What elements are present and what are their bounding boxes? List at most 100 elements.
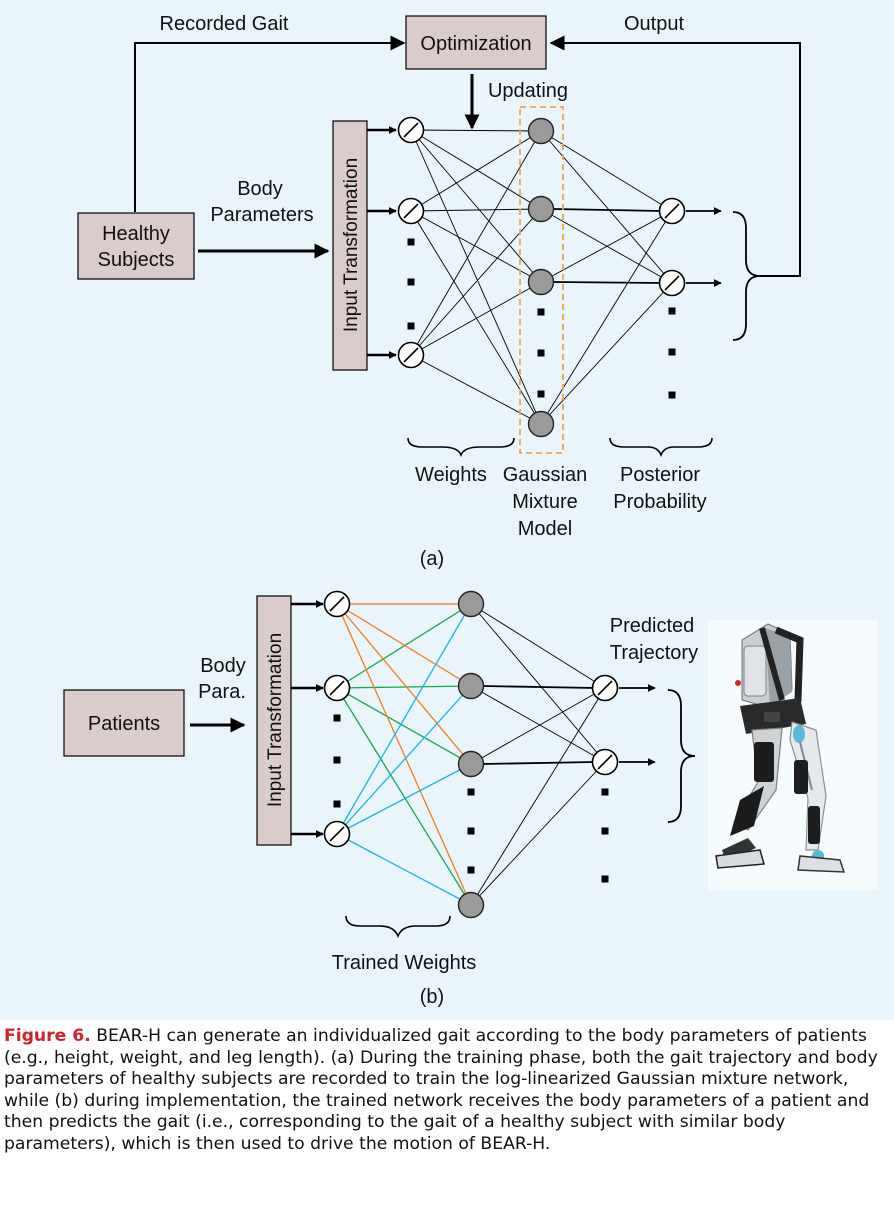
ellipsis-dot-gmm-a-3 <box>537 390 545 398</box>
input-node-a-1 <box>397 116 425 144</box>
trained-edge-b-1-3 <box>336 687 472 906</box>
trained-edge-b-2-0 <box>336 603 472 835</box>
caption-text: BEAR-H can generate an individualized ga… <box>4 1026 878 1154</box>
panel-a-tag: (a) <box>420 548 444 570</box>
trained-edge-b-0-1 <box>336 603 472 687</box>
trained-edge-b-1-0 <box>336 603 472 689</box>
weight-edge-a-1-1 <box>410 208 542 212</box>
recorded-gait-line <box>134 35 406 212</box>
healthy-subjects-box <box>77 212 195 280</box>
ellipsis-dot-gmm-a-1 <box>537 308 545 316</box>
trajectory-node-b-2 <box>591 748 619 776</box>
weight-edge-a-0-2 <box>410 129 542 283</box>
input-node-b-3 <box>323 820 351 848</box>
recorded-gait-label: Recorded Gait <box>160 13 289 35</box>
panel-b-tag: (b) <box>420 986 444 1008</box>
weight-edge-a-0-0 <box>410 129 542 132</box>
posterior-edge-a-0-0 <box>540 130 673 212</box>
posterior-brace <box>609 437 713 458</box>
optimization-box <box>405 15 547 70</box>
weight-edge-a-1-2 <box>410 210 542 283</box>
healthy-subjects-label-1: Healthy <box>102 223 170 245</box>
diagram: Recorded Gait Output Optimization Updati… <box>63 13 878 1008</box>
input-node-a-2 <box>397 197 425 225</box>
updating-label: Updating <box>488 80 568 102</box>
figure-panel: Recorded Gait Output Optimization Updati… <box>0 0 894 1020</box>
posterior-edge-a-bold-1 <box>552 208 663 212</box>
patients-label: Patients <box>88 713 160 735</box>
ellipsis-dot-input-a-1 <box>407 238 415 246</box>
ellipsis-dot-input-b-2 <box>333 756 341 764</box>
trained-weights-label: Trained Weights <box>332 952 477 974</box>
trained-edge-b-1-1 <box>336 685 472 689</box>
posterior-label-2: Probability <box>613 491 706 513</box>
trajectory-edge-b-bold-1 <box>482 685 596 689</box>
gmm-label-2: Mixture <box>512 491 578 513</box>
ellipsis-dot-gmm-a-2 <box>537 349 545 357</box>
exoskeleton-illustration <box>708 620 878 890</box>
trained-edge-b-1-2 <box>336 687 472 765</box>
posterior-edge-a-3-1 <box>540 282 673 425</box>
gmm-label-3: Model <box>518 518 572 540</box>
body-parameters-label-1: Body <box>237 178 283 200</box>
trajectory-edge-b-2-0 <box>470 687 606 765</box>
trajectory-edge-b-1-1 <box>470 685 606 763</box>
weight-edge-a-2-3 <box>410 354 542 425</box>
input-transformation-box-a <box>332 120 368 371</box>
panel-b: Patients Body Para. Input Transformation… <box>63 590 878 1008</box>
posterior-edge-a-3-0 <box>540 210 673 425</box>
trained-weights-brace <box>345 915 451 939</box>
network-nodes-b <box>323 590 619 919</box>
gmm-node-b-1 <box>457 590 485 618</box>
trained-edge-b-2-2 <box>336 763 472 835</box>
ellipsis-dot-output-a-3 <box>668 391 676 399</box>
gmm-label-1: Gaussian <box>503 464 588 486</box>
ellipsis-dot-output-b-1 <box>601 788 609 796</box>
body-parameters-label-2: Parameters <box>210 204 313 226</box>
healthy-subjects-label-2: Subjects <box>98 249 175 271</box>
weight-edge-a-0-3 <box>410 129 542 425</box>
trained-edge-b-0-3 <box>336 603 472 906</box>
input-node-a-3 <box>397 341 425 369</box>
trained-edge-b-2-3 <box>336 833 472 906</box>
ellipsis-dot-gmm-b-1 <box>467 788 475 796</box>
input-transformation-label-a: Input Transformation <box>341 158 362 332</box>
weight-edge-a-1-0 <box>410 130 542 212</box>
gmm-node-a-4 <box>527 410 555 438</box>
predicted-trajectory-label-2: Trajectory <box>610 642 698 664</box>
output-line <box>549 35 801 277</box>
weight-edge-a-2-2 <box>410 281 542 356</box>
input-transformation-label-b: Input Transformation <box>265 633 286 807</box>
posterior-node-a-1 <box>658 197 686 225</box>
trajectory-edge-b-3-1 <box>470 761 606 906</box>
ellipsis-dot-gmm-b-3 <box>467 866 475 874</box>
gmm-node-a-3 <box>527 268 555 296</box>
weight-edge-a-2-0 <box>410 130 542 356</box>
ellipsis-dot-output-a-2 <box>668 348 676 356</box>
gmm-dashed-box <box>519 106 564 454</box>
trajectory-edge-b-0-0 <box>470 603 606 689</box>
trajectory-node-b-1 <box>591 674 619 702</box>
optimization-label: Optimization <box>420 33 531 55</box>
body-para-label-1: Body <box>200 655 246 677</box>
ellipsis-dot-output-a-1 <box>668 307 676 315</box>
ellipsis-dot-output-b-3 <box>601 875 609 883</box>
gmm-node-b-2 <box>457 672 485 700</box>
posterior-edge-a-2-0 <box>540 210 673 283</box>
trajectory-connections <box>470 603 606 906</box>
patients-box <box>63 689 185 757</box>
posterior-edge-a-0-1 <box>540 130 673 284</box>
caption-label: Figure 6. <box>4 1026 91 1046</box>
predicted-trajectory-label-1: Predicted <box>610 615 695 637</box>
ellipsis-dot-gmm-b-2 <box>467 827 475 835</box>
output-brace-a <box>732 211 761 341</box>
trained-edge-b-2-1 <box>336 685 472 835</box>
gmm-node-a-1 <box>527 117 555 145</box>
trained-edge-b-0-2 <box>336 603 472 765</box>
weight-connections-a <box>410 129 542 425</box>
body-para-label-2: Para. <box>198 681 246 703</box>
weights-label: Weights <box>415 464 487 486</box>
weight-edge-a-2-1 <box>410 208 542 356</box>
output-brace-b <box>667 689 696 823</box>
input-node-b-1 <box>323 590 351 618</box>
